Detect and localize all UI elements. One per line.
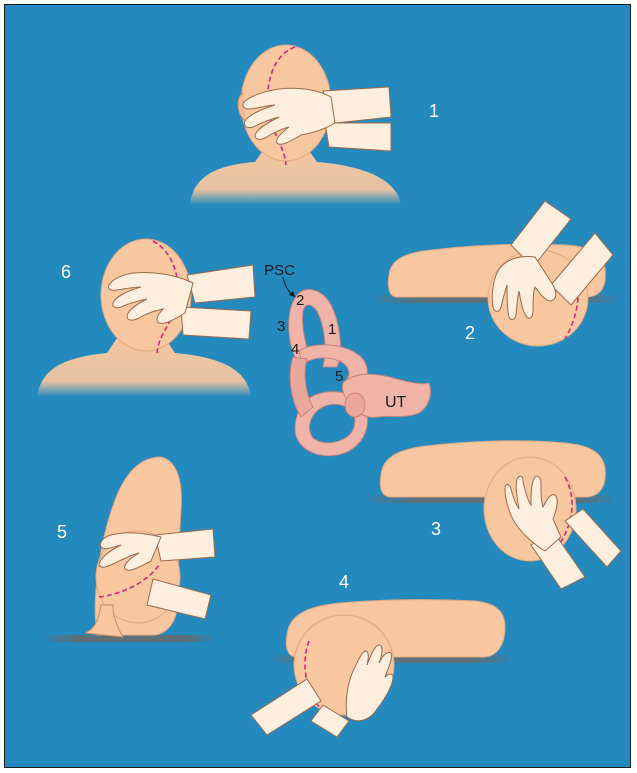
- labyrinth-position-1: 1: [328, 321, 336, 338]
- step1-label: 1: [429, 101, 439, 121]
- labyrinth-position-5: 5: [335, 368, 343, 385]
- step4-label: 4: [339, 572, 349, 592]
- step3-label: 3: [431, 519, 441, 539]
- step6-arm-lower: [181, 307, 251, 339]
- step5-label: 5: [57, 522, 67, 542]
- ampulla: [345, 393, 365, 417]
- step2-label: 2: [465, 323, 475, 343]
- step1-arm-lower: [325, 123, 391, 151]
- ut-label: UT: [385, 394, 407, 411]
- maneuver-figure: 1 6 PSC UT 2 3 4 1 5: [4, 4, 631, 768]
- psc-label: PSC: [264, 262, 295, 279]
- step5-arm-upper: [155, 529, 215, 561]
- labyrinth-position-3: 3: [277, 318, 285, 335]
- labyrinth-position-4: 4: [291, 341, 299, 358]
- step6-label: 6: [61, 262, 71, 282]
- step5-table: [45, 635, 211, 642]
- labyrinth-position-2: 2: [296, 292, 304, 309]
